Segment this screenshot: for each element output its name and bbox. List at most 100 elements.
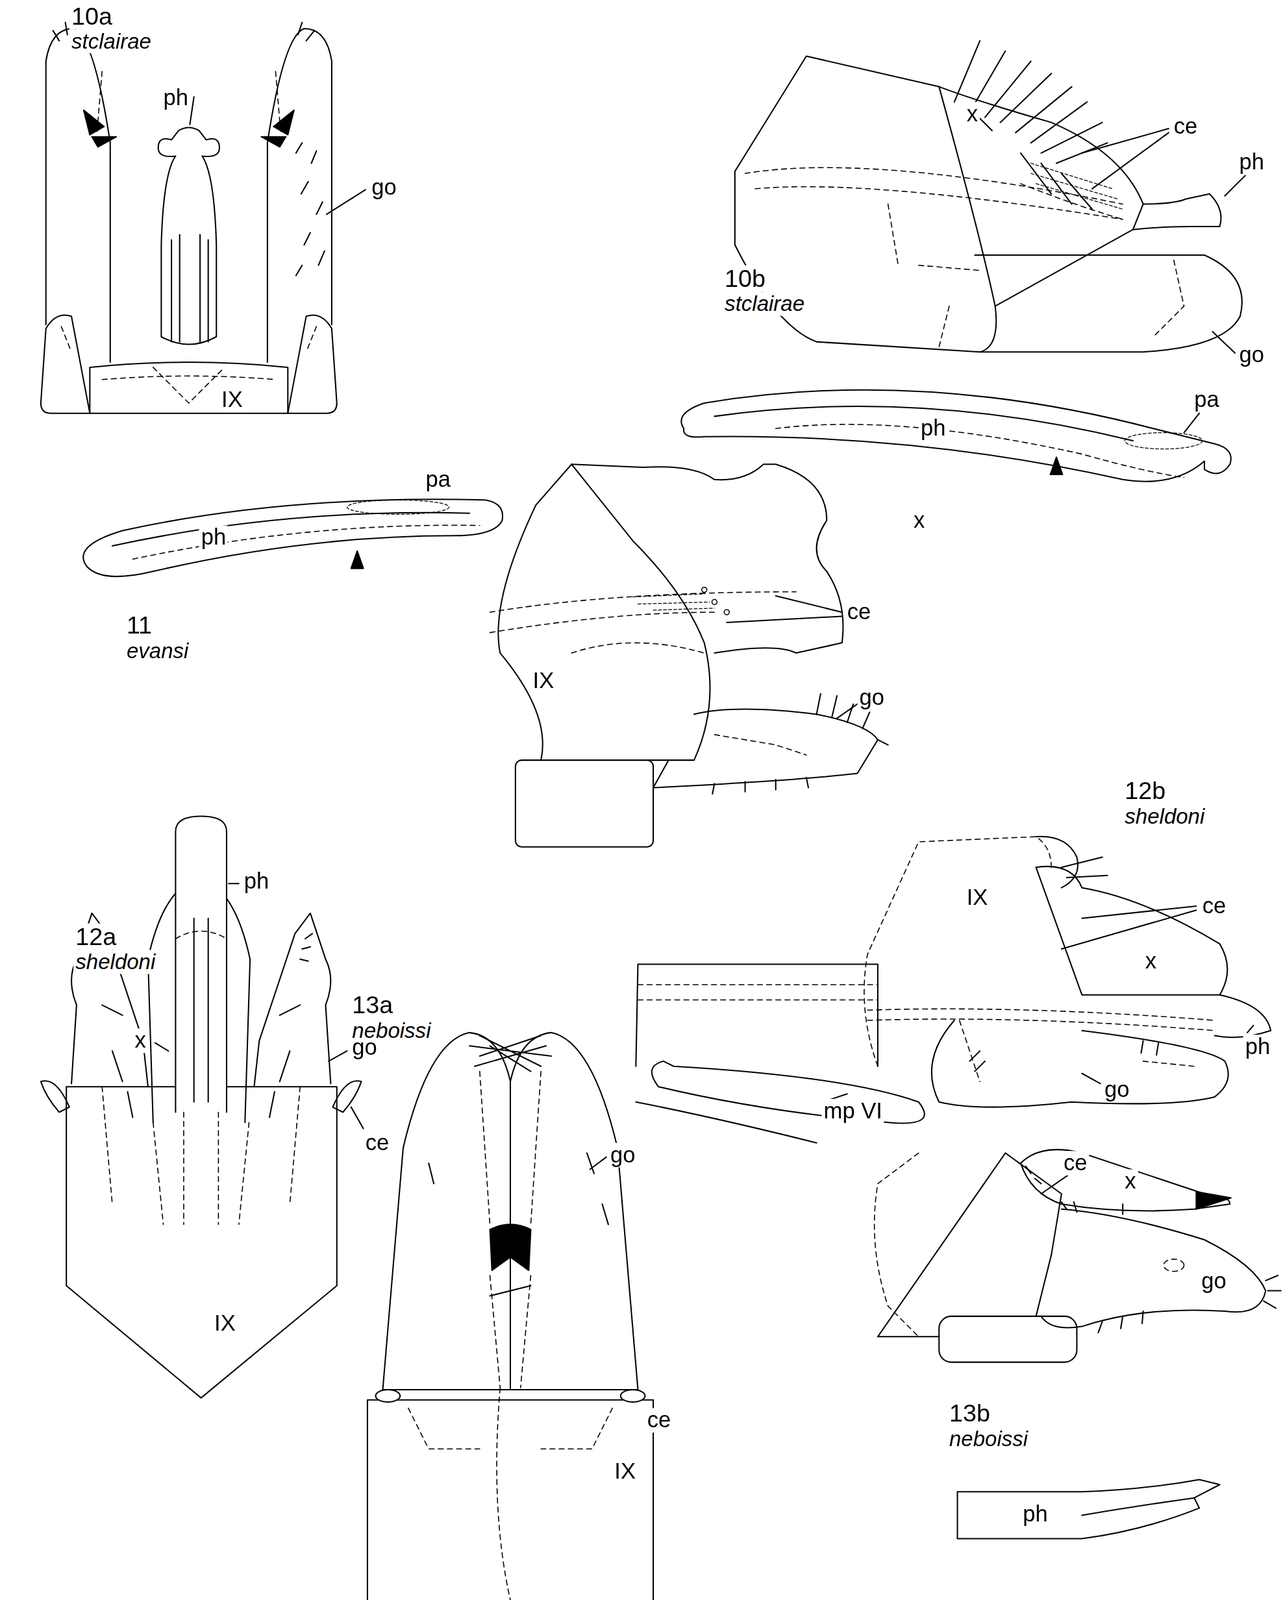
segment-ix: [864, 836, 1052, 1067]
phallus: [957, 1479, 1221, 1539]
leader-line: [726, 616, 843, 623]
paramere: [1124, 433, 1202, 450]
arrowhead-mark: [1050, 457, 1063, 475]
seta: [954, 40, 1108, 210]
species-name: neboissi: [349, 1018, 433, 1043]
sensillum: [701, 587, 708, 593]
pore: [1163, 1259, 1184, 1272]
sensillum: [711, 599, 717, 606]
leader-line: [328, 1051, 347, 1062]
part-label: ce: [1061, 1151, 1090, 1176]
species-name: sheldoni: [1122, 804, 1207, 828]
figure-number: 13b: [947, 1400, 993, 1428]
part-label: go: [1236, 342, 1267, 368]
seta: [53, 22, 325, 276]
figure-10b: [681, 40, 1246, 482]
phallus-line: [1081, 1498, 1195, 1517]
figure-number: 10a: [69, 3, 115, 30]
leader-line: [1081, 1073, 1100, 1085]
cercus: [40, 1081, 70, 1113]
figure-10a: [40, 22, 366, 414]
leader-line: [228, 883, 239, 885]
figure-number: 12a: [73, 923, 119, 951]
species-name: sheldoni: [73, 950, 158, 974]
leader-line: [1224, 175, 1245, 196]
figure-number: 13a: [349, 992, 395, 1019]
part-label: ce: [1200, 894, 1229, 919]
figure-12b: [635, 836, 1271, 1144]
cercus: [375, 1390, 400, 1403]
gonopod: [253, 913, 331, 1087]
phallus: [83, 499, 503, 577]
hidden-outline: [867, 1008, 1215, 1082]
gonopod: [71, 913, 149, 1087]
leader-line: [1081, 906, 1196, 919]
segment-viii: [635, 964, 878, 1067]
seta: [428, 1036, 609, 1297]
cercus: [1036, 836, 1078, 889]
gonopod: [931, 1020, 1229, 1108]
part-label: ce: [1171, 114, 1200, 139]
part-label: go: [1199, 1270, 1229, 1295]
part-label: x: [911, 508, 928, 534]
figure-12a: [40, 816, 364, 1399]
cercus: [332, 1081, 362, 1113]
part-label: ph: [918, 416, 948, 441]
seta: [1025, 1166, 1282, 1333]
part-label: IX: [530, 668, 556, 694]
hidden-outline: [408, 1071, 613, 1600]
part-label: IX: [964, 885, 991, 911]
gonopod: [974, 255, 1243, 352]
leader-line: [1212, 331, 1236, 354]
segment-ix: [877, 1153, 1062, 1337]
part-label: ce: [363, 1131, 392, 1156]
hidden-outline: [132, 525, 480, 560]
seta: [969, 857, 1159, 1072]
figure-13b: [874, 1149, 1282, 1539]
phallus-tip: [1214, 995, 1271, 1039]
segment-ix: [498, 464, 710, 761]
gonopod: [653, 709, 878, 789]
part-label: pa: [1192, 387, 1222, 413]
part-label: mp VI: [821, 1099, 885, 1124]
gonopod: [383, 1033, 639, 1391]
part-label: x: [1143, 949, 1159, 974]
leader-line: [775, 596, 843, 613]
gonopod: [46, 28, 111, 363]
figure-number: 10b: [722, 265, 768, 293]
hidden-outline: [638, 984, 878, 1001]
paramere: [346, 499, 449, 515]
sternal-plate: [938, 1316, 1077, 1363]
leader-line: [836, 704, 858, 719]
phallus-line: [194, 918, 209, 1103]
leader-line: [1092, 132, 1169, 189]
leader-line: [1081, 128, 1169, 154]
part-label: x: [132, 1029, 149, 1054]
cercus: [620, 1390, 646, 1403]
leader-line: [326, 189, 366, 215]
figure-11: [83, 464, 888, 848]
phallus: [175, 816, 227, 1113]
part-label: ph: [1243, 1034, 1273, 1060]
part-label: go: [857, 685, 887, 711]
figure-13a: [367, 1033, 654, 1600]
segment-x: [938, 87, 1143, 307]
gonopod: [1040, 1209, 1266, 1329]
part-label: ph: [1020, 1502, 1050, 1528]
part-label: IX: [612, 1459, 638, 1485]
hidden-outline: [775, 424, 1185, 478]
arrowhead-mark: [351, 551, 364, 569]
segment-outline: [635, 1102, 817, 1144]
gonopod: [383, 1033, 511, 1391]
phallus: [158, 127, 220, 345]
part-label: pa: [423, 467, 453, 493]
leader-line: [351, 1107, 364, 1130]
spine: [261, 137, 286, 148]
species-name: neboissi: [947, 1427, 1030, 1451]
species-name: stclairae: [69, 29, 154, 54]
spine: [1195, 1192, 1231, 1210]
hidden-outline: [61, 71, 317, 352]
leader-line: [1061, 910, 1197, 950]
species-name: evansi: [124, 638, 191, 663]
